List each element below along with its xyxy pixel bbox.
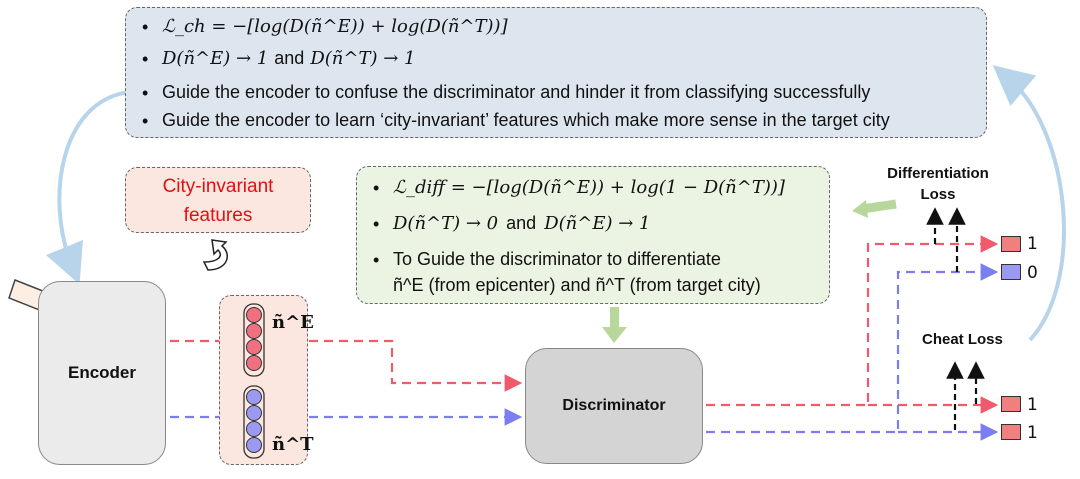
conjunction: and: [274, 48, 305, 68]
cheat-guide-1: Guide the encoder to confuse the discrim…: [162, 82, 871, 102]
bullet-row-continued: ñ^E (from epicenter) and ñ^T (from targe…: [393, 275, 761, 296]
diff-target-e: D(ñ^E) → 1: [544, 213, 651, 234]
discriminator-block: Discriminator: [525, 348, 703, 464]
target-vector-cell: [246, 421, 262, 437]
discriminator-label: Discriminator: [562, 397, 666, 414]
feedback-arrow-right: [992, 65, 1066, 342]
bullet-row: • Guide the encoder to confuse the discr…: [142, 82, 871, 103]
differentiation-loss-label: Differentiation Loss: [887, 165, 989, 203]
cheat-loss-label: Cheat Loss: [922, 331, 1003, 348]
feedback-arrow-left: [45, 90, 131, 285]
encoder-block: Encoder: [38, 281, 166, 465]
diff-guide-1: To Guide the discriminator to differenti…: [393, 249, 721, 269]
curved-arrow-icon: [202, 239, 228, 271]
cheat-guide-2: Guide the encoder to learn ‘city-invaria…: [162, 110, 890, 130]
green-arrow-left-head: [852, 200, 868, 218]
cheat-loss-formula: ℒ_ch = −[log(D(ñ^E)) + log(D(ñ^T))]: [162, 16, 508, 37]
features-line-2: features: [183, 205, 253, 226]
source-vector-cell: [246, 339, 262, 355]
source-vector-label: ñ^E: [272, 312, 314, 333]
city-invariant-features-box: City-invariant features: [125, 167, 311, 233]
cheat-target-e: D(ñ^E) → 1: [162, 48, 269, 69]
bullet-row: • ℒ_ch = −[log(D(ñ^E)) + log(D(ñ^T))]: [142, 16, 508, 37]
source-vector-cell: [246, 355, 262, 371]
bullet-row: • To Guide the discriminator to differen…: [373, 249, 721, 270]
source-vector-cell: [246, 323, 262, 339]
bullet-row: • D(ñ^T) → 0 and D(ñ^E) → 1: [373, 213, 651, 234]
bullet-row: • ℒ_diff = −[log(D(ñ^E)) + log(1 − D(ñ^T…: [373, 177, 785, 198]
diff-loss-formula: ℒ_diff = −[log(D(ñ^E)) + log(1 − D(ñ^T))…: [393, 177, 785, 198]
target-vector-label: ñ^T: [272, 434, 314, 455]
green-arrow-down-head: [602, 327, 627, 343]
target-vector-cell: [246, 389, 262, 405]
target-vector-cell: [246, 437, 262, 453]
target-vector-outline: [243, 385, 265, 459]
output-square-cheat-a: [1001, 396, 1021, 412]
bullet-row: • Guide the encoder to learn ‘city-invar…: [142, 110, 890, 131]
green-arrow-down: [610, 307, 619, 329]
feature-vectors-box: ñ^E ñ^T: [219, 295, 314, 465]
cheat-target-t: D(ñ^T) → 1: [310, 48, 416, 69]
output-square-diff-neg: [1001, 264, 1021, 280]
output-value-diff-pos: 1: [1027, 234, 1038, 254]
diff-guide-2: ñ^E (from epicenter) and ñ^T (from targe…: [393, 275, 761, 295]
output-value-cheat-b: 1: [1027, 423, 1038, 443]
features-line-1: City-invariant: [162, 176, 274, 197]
encoder-label: Encoder: [67, 363, 137, 382]
vector-stacks: [243, 303, 265, 459]
output-value-diff-neg: 0: [1027, 263, 1038, 283]
output-value-cheat-a: 1: [1027, 395, 1038, 415]
output-square-diff-pos: [1001, 236, 1021, 252]
diff-target-t: D(ñ^T) → 0: [393, 213, 499, 234]
green-arrow-left: [861, 199, 897, 214]
bullet-row: • D(ñ^E) → 1 and D(ñ^T) → 1: [142, 48, 416, 69]
source-vector-cell: [246, 307, 262, 323]
target-vector-cell: [246, 405, 262, 421]
cheat-loss-description: • ℒ_ch = −[log(D(ñ^E)) + log(D(ñ^T))] • …: [125, 7, 987, 138]
differentiation-loss-description: • ℒ_diff = −[log(D(ñ^E)) + log(1 − D(ñ^T…: [356, 166, 830, 304]
conjunction: and: [506, 213, 537, 233]
output-square-cheat-b: [1001, 424, 1021, 440]
source-vector-outline: [243, 303, 265, 377]
